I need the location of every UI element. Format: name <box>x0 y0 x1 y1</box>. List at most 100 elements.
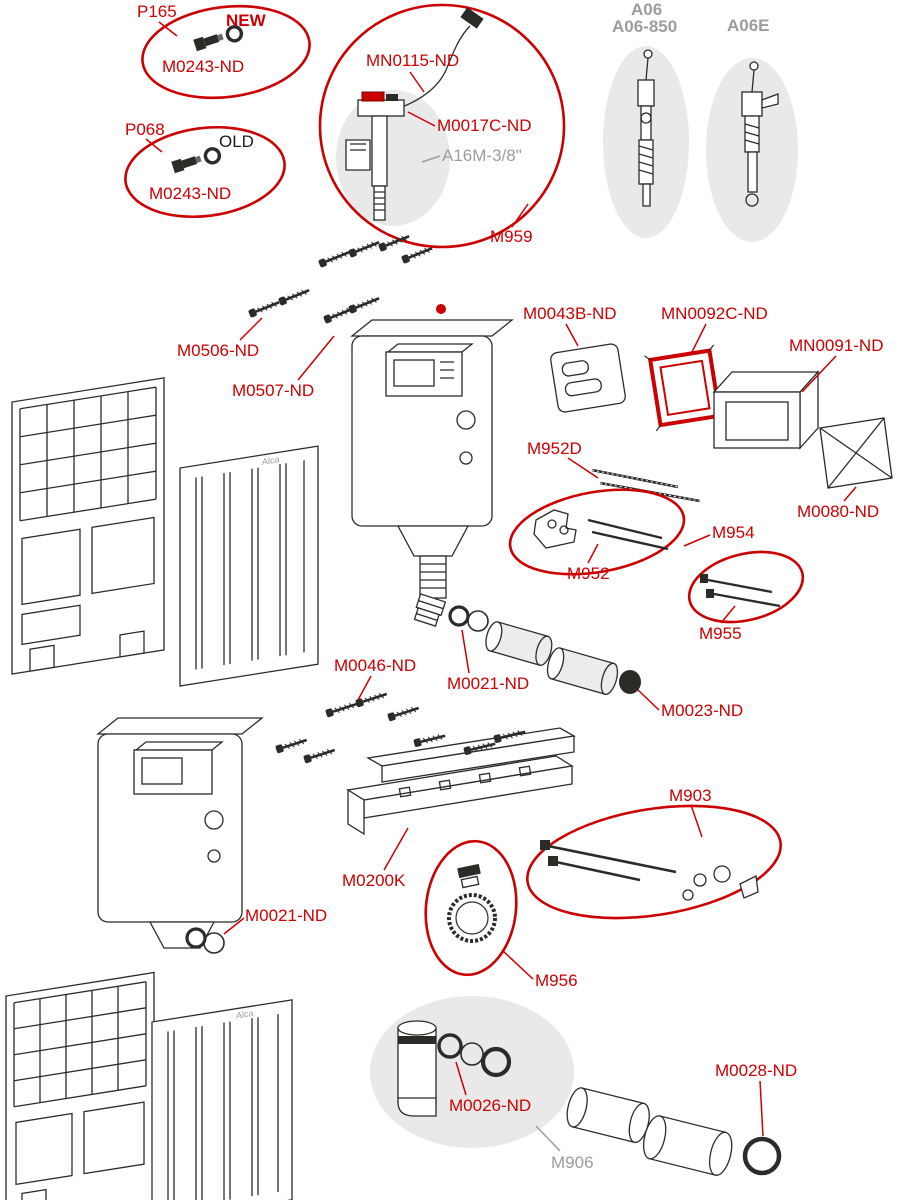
callout-line-m0080 <box>843 486 857 502</box>
part-m0028-ring <box>742 1136 782 1176</box>
label-old: OLD <box>219 132 254 151</box>
callout-line-m952 <box>587 543 599 564</box>
callout-line-p165 <box>158 21 178 37</box>
part-m0023-cap <box>619 670 641 694</box>
callout-line-m0023 <box>637 689 660 711</box>
callout-line-m955 <box>720 605 736 624</box>
label-m0023: M0023-ND <box>661 701 744 720</box>
part-m0043b-plate <box>550 343 626 413</box>
callout-line-m0043b <box>565 323 579 347</box>
label-m952d: M952D <box>527 439 582 458</box>
label-m0026: M0026-ND <box>449 1096 532 1115</box>
label-m952: M952 <box>567 564 610 583</box>
a06e-valve-drawing <box>741 61 779 207</box>
highlight-ellipse-m956 <box>424 839 518 977</box>
red-seal-dot <box>436 304 446 314</box>
callout-line-mn0092c <box>691 323 707 353</box>
a06-valve-drawing <box>637 49 655 207</box>
fill-valve-drawing <box>345 91 405 221</box>
hose-connector-drawing <box>460 7 484 29</box>
callout-line-m906 <box>535 1125 561 1152</box>
fill-hose-drawing <box>401 25 471 108</box>
brand-logo: Alca <box>236 1008 254 1021</box>
part-group-a06e <box>706 58 798 242</box>
label-m0200k: M0200K <box>342 871 406 890</box>
label-m0243-old: M0243-ND <box>149 184 232 203</box>
callout-line-m0026 <box>455 1061 467 1096</box>
label-mn0091: MN0091-ND <box>789 336 884 355</box>
highlight-ellipse-p068 <box>124 125 286 219</box>
callout-line-m0506 <box>239 317 263 341</box>
label-m0046: M0046-ND <box>334 656 417 675</box>
callout-line-m956 <box>502 950 534 980</box>
rods-m952d <box>591 468 701 503</box>
label-m0021-upper: M0021-ND <box>447 674 530 693</box>
label-m0506: M0506-ND <box>177 341 260 360</box>
label-m956: M956 <box>535 971 578 990</box>
callout-line-m0021-upper <box>461 629 470 674</box>
part-m956-drawing <box>447 863 497 943</box>
part-m0021-lower-rings <box>185 927 225 954</box>
label-a06e: A06E <box>727 16 770 35</box>
cistern-upper-drawing <box>350 319 514 627</box>
part-group-m959 <box>318 3 566 249</box>
label-mn0115: MN0115-ND <box>366 51 460 70</box>
part-group-p068 <box>124 125 286 219</box>
screws-m0506-m0507 <box>246 231 446 326</box>
label-mn0092c: MN0092C-ND <box>661 304 768 323</box>
pipes-mid-drawing <box>485 621 641 696</box>
brand-logo: Alca <box>262 454 280 467</box>
insulation-panel-lower: Alca <box>151 999 293 1200</box>
callout-line-m0046 <box>357 675 372 701</box>
label-m955: M955 <box>699 624 742 643</box>
label-m0028: M0028-ND <box>715 1061 798 1080</box>
callout-line-m0507 <box>297 335 335 381</box>
fitting-new-drawing <box>193 25 244 52</box>
valve-background <box>336 90 450 226</box>
callout-line-m954 <box>683 534 711 547</box>
part-m0080-plate <box>819 417 893 489</box>
part-group-m906 <box>370 996 574 1148</box>
label-new: NEW <box>226 11 266 30</box>
callout-line-m0200k <box>383 827 409 871</box>
part-m0026-rings <box>437 1033 512 1078</box>
part-group-a06 <box>603 46 689 238</box>
label-m959: M959 <box>490 227 533 246</box>
callout-line-m0021-lower <box>223 917 245 935</box>
label-a06-850: A06-850 <box>612 17 678 36</box>
pipes-bottom-drawing <box>566 1087 782 1176</box>
label-p068: P068 <box>125 120 165 139</box>
callout-line-a16m <box>421 155 441 163</box>
part-group-p165 <box>141 4 311 100</box>
part-m952-drawing <box>533 509 669 551</box>
part-mn0091-box <box>712 370 820 450</box>
part-m955-drawing <box>700 574 781 608</box>
callout-line-m0028 <box>759 1080 764 1137</box>
part-m0021-upper-rings <box>448 605 489 632</box>
label-m954: M954 <box>712 523 755 542</box>
part-m903-drawing <box>540 840 759 901</box>
callout-line-m952d <box>567 457 599 479</box>
highlight-ellipse-m959 <box>318 3 566 249</box>
wall-frame-upper <box>11 377 165 675</box>
highlight-ellipse-p165 <box>141 4 311 100</box>
highlight-ellipse-m952 <box>508 488 686 576</box>
wall-frame-lower <box>5 971 155 1200</box>
part-mn0092c-frame <box>644 344 726 432</box>
callout-line-m0017c <box>407 111 436 127</box>
highlight-ellipse-m955 <box>687 550 805 624</box>
insulation-panel-upper: Alca <box>179 445 319 687</box>
part-m0200k-rail <box>346 726 576 836</box>
label-m0017c: M0017C-ND <box>437 116 532 135</box>
label-m903: M903 <box>669 786 712 805</box>
callout-line-m959 <box>511 203 529 228</box>
fitting-old-drawing <box>171 147 222 174</box>
label-m0043b: M0043B-ND <box>523 304 617 323</box>
label-m0507: M0507-ND <box>232 381 315 400</box>
callout-line-mn0115 <box>409 71 425 93</box>
highlight-ellipse-m903 <box>526 804 782 920</box>
label-m0243-new: M0243-ND <box>162 57 245 76</box>
cistern-lower-drawing <box>96 717 264 954</box>
